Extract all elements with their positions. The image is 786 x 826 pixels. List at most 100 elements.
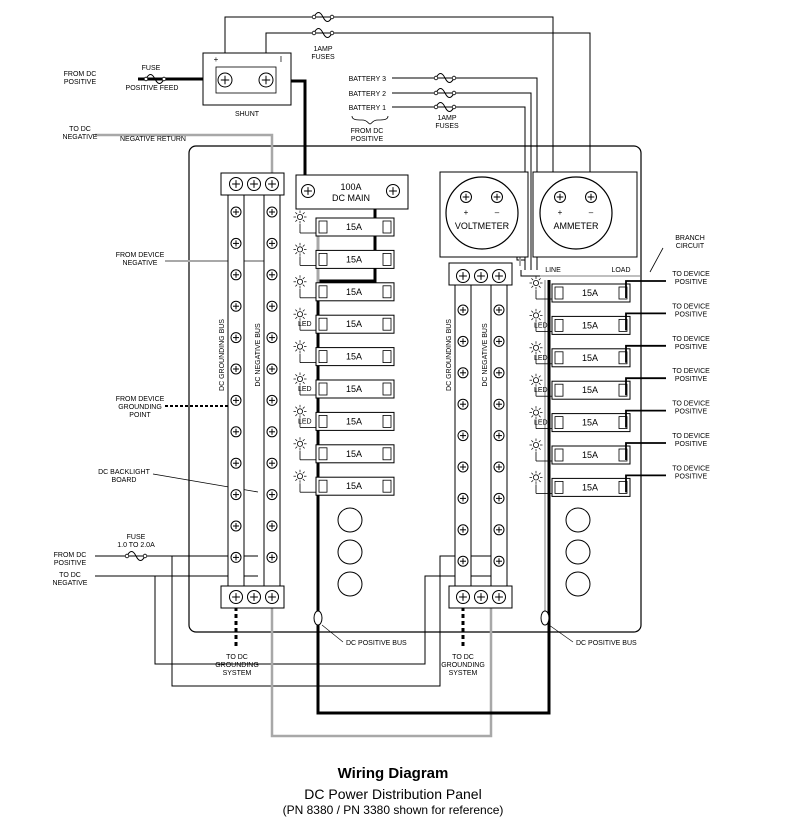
- breaker-rating-label: 15A: [582, 288, 598, 298]
- led-ray: [538, 447, 541, 450]
- to-device-positive-label: TO DEVICE: [672, 433, 710, 440]
- device-positive-wire: [625, 312, 666, 331]
- backlight-fuse-label: FUSE: [127, 534, 146, 541]
- led-body: [296, 343, 303, 350]
- breaker-terminal: [382, 317, 392, 331]
- led-label: LED: [534, 355, 548, 362]
- breaker-terminal: [318, 220, 328, 234]
- breaker-rating-label: 15A: [582, 450, 598, 460]
- bus-end-icon: [313, 610, 323, 626]
- to-dc-grounding-system-label: TO DC: [452, 654, 474, 661]
- led-icon: [529, 373, 543, 387]
- led-icon: [529, 406, 543, 420]
- led-ray: [538, 342, 541, 346]
- fuse-end-icon: [143, 76, 149, 82]
- to-device-positive-label: TO DEVICE: [672, 303, 710, 310]
- led-ray: [531, 278, 534, 281]
- led-icon: [293, 469, 307, 483]
- breaker-terminal: [318, 447, 328, 461]
- fuse-end-icon: [433, 90, 439, 96]
- breaker-rating-label: 15A: [346, 416, 362, 426]
- led-ray: [302, 381, 305, 384]
- led-ray: [295, 244, 298, 247]
- dc-grounding-bus-label: DC GROUNDING BUS: [446, 319, 453, 391]
- device-positive-wire: [625, 409, 666, 428]
- led-ray: [302, 341, 305, 345]
- led-ray: [538, 350, 541, 353]
- breaker-body: [315, 249, 395, 269]
- breaker-terminal: [382, 350, 392, 364]
- led-icon: [529, 341, 543, 355]
- to-dc-grounding-system-label: SYSTEM: [449, 670, 478, 677]
- from-dc-positive-battery-label: FROM DC: [351, 128, 384, 135]
- breaker-terminal: [382, 252, 392, 266]
- led-ray: [302, 406, 305, 409]
- led-icon: [293, 404, 307, 418]
- dc-negative-bus-label: DC NEGATIVE BUS: [255, 323, 262, 387]
- led-icon: [293, 307, 307, 321]
- led-ray: [531, 350, 534, 353]
- breaker-rating-label: 15A: [582, 418, 598, 428]
- led-ray: [531, 382, 534, 386]
- breaker-terminal: [618, 448, 628, 462]
- breaker-body: [315, 314, 395, 334]
- fuse-end-icon: [451, 90, 457, 96]
- led-body: [533, 344, 540, 351]
- fuse-end-icon: [142, 553, 148, 559]
- breaker-terminal: [618, 416, 628, 430]
- led-ray: [302, 219, 305, 222]
- led-body: [533, 441, 540, 448]
- led-body: [533, 474, 540, 481]
- breaker-rating-label: 15A: [346, 287, 362, 297]
- device-positive-wire: [625, 344, 666, 363]
- battery-fuses-label: FUSES: [435, 123, 459, 130]
- breaker-body: [551, 348, 631, 368]
- battery-junction-wire: [520, 270, 540, 277]
- to-dc-grounding-system-label: GROUNDING: [441, 662, 485, 669]
- left-negative-bus: [263, 194, 281, 587]
- device-positive-wire: [625, 474, 666, 493]
- led-ray: [295, 406, 298, 409]
- to-device-positive-label: TO DEVICE: [672, 271, 710, 278]
- from-dc-positive-label: FROM DC: [64, 71, 97, 78]
- breaker-terminal: [554, 416, 564, 430]
- positive-bus-leader: [548, 624, 574, 643]
- to-device-positive-label: POSITIVE: [675, 409, 708, 416]
- breaker-terminal: [618, 383, 628, 397]
- from-device-grounding-label: FROM DEVICE: [116, 396, 165, 403]
- voltmeter-plus-label: +: [464, 208, 469, 217]
- led-icon: [529, 276, 543, 290]
- led-ray: [302, 276, 305, 280]
- line-label: LINE: [545, 267, 561, 274]
- led-ray: [302, 413, 305, 417]
- led-ray: [531, 285, 534, 288]
- led-ray: [295, 219, 298, 222]
- battery-2-label: BATTERY 2: [349, 91, 386, 98]
- fuse-end-icon: [161, 76, 167, 82]
- breaker-terminal: [318, 414, 328, 428]
- led-ray: [531, 472, 534, 475]
- led-ray: [295, 471, 298, 474]
- led-ray: [295, 212, 298, 215]
- fuse-end-icon: [311, 14, 317, 20]
- blank-knockout: [565, 507, 591, 533]
- negative-return-wire: [95, 133, 274, 185]
- led-ray: [531, 479, 534, 483]
- breaker-row: 15A: [293, 340, 395, 367]
- positive-feed-fuse-icon: [145, 74, 165, 84]
- battery-fuse-icon: [435, 73, 455, 83]
- breaker-terminal: [618, 286, 628, 300]
- breaker-row: 15A: [293, 210, 395, 237]
- negative-bus-link-wire: [270, 607, 493, 738]
- led-ray: [302, 309, 305, 312]
- led-ray: [531, 310, 534, 313]
- from-device-grounding-label: GROUNDING: [118, 404, 162, 411]
- fuse-label: FUSE: [142, 65, 161, 72]
- fuse-end-icon: [451, 104, 457, 110]
- blank-knockout: [565, 571, 591, 597]
- to-device-positive-label: TO DEVICE: [672, 401, 710, 408]
- main-breaker-label: 100A: [340, 182, 361, 192]
